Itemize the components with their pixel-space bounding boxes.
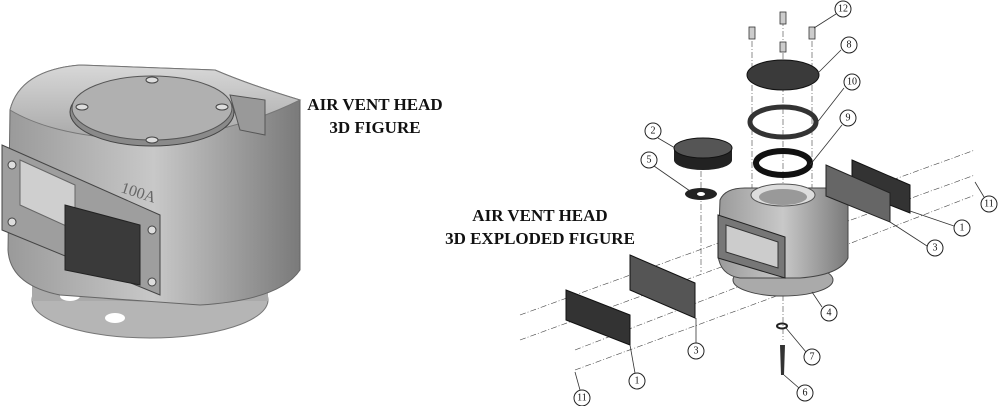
figure-exploded-title-line1: AIR VENT HEAD <box>472 206 607 225</box>
callout-leaders <box>574 13 985 391</box>
callout-5: 5 <box>640 151 658 169</box>
callout-11-right: 11 <box>980 195 998 213</box>
svg-text:2: 2 <box>651 126 656 137</box>
svg-text:8: 8 <box>847 40 852 51</box>
callout-9: 9 <box>839 109 857 127</box>
svg-text:11: 11 <box>577 393 587 404</box>
svg-text:1: 1 <box>960 223 965 234</box>
figure-exploded-title-line2: 3D EXPLODED FIGURE <box>445 229 635 248</box>
svg-text:1: 1 <box>635 376 640 387</box>
callout-10: 10 <box>843 73 861 91</box>
callout-1-left: 1 <box>628 372 646 390</box>
callout-3-left: 3 <box>687 342 705 360</box>
callout-4: 4 <box>820 304 838 322</box>
callout-3-right: 3 <box>926 239 944 257</box>
air-vent-head-3d-model: 100A <box>1 64 302 339</box>
svg-text:6: 6 <box>803 388 808 399</box>
svg-text:4: 4 <box>827 308 832 319</box>
exploded-assembly <box>519 11 976 375</box>
svg-text:3: 3 <box>694 346 699 357</box>
callout-7: 7 <box>803 348 821 366</box>
callout-2: 2 <box>644 122 662 140</box>
svg-text:7: 7 <box>810 352 815 363</box>
figure-3d-title-line2: 3D FIGURE <box>329 118 420 137</box>
callout-1-right: 1 <box>953 219 971 237</box>
svg-text:3: 3 <box>933 243 938 254</box>
figure-3d-title-line1: AIR VENT HEAD <box>307 95 442 114</box>
callout-11-left: 11 <box>573 389 591 406</box>
svg-text:9: 9 <box>846 113 851 124</box>
svg-text:11: 11 <box>984 199 994 210</box>
svg-text:5: 5 <box>647 155 652 166</box>
callout-8: 8 <box>840 36 858 54</box>
svg-text:12: 12 <box>838 4 848 15</box>
callout-12: 12 <box>834 0 852 18</box>
callout-6: 6 <box>796 384 814 402</box>
svg-text:10: 10 <box>847 77 857 88</box>
